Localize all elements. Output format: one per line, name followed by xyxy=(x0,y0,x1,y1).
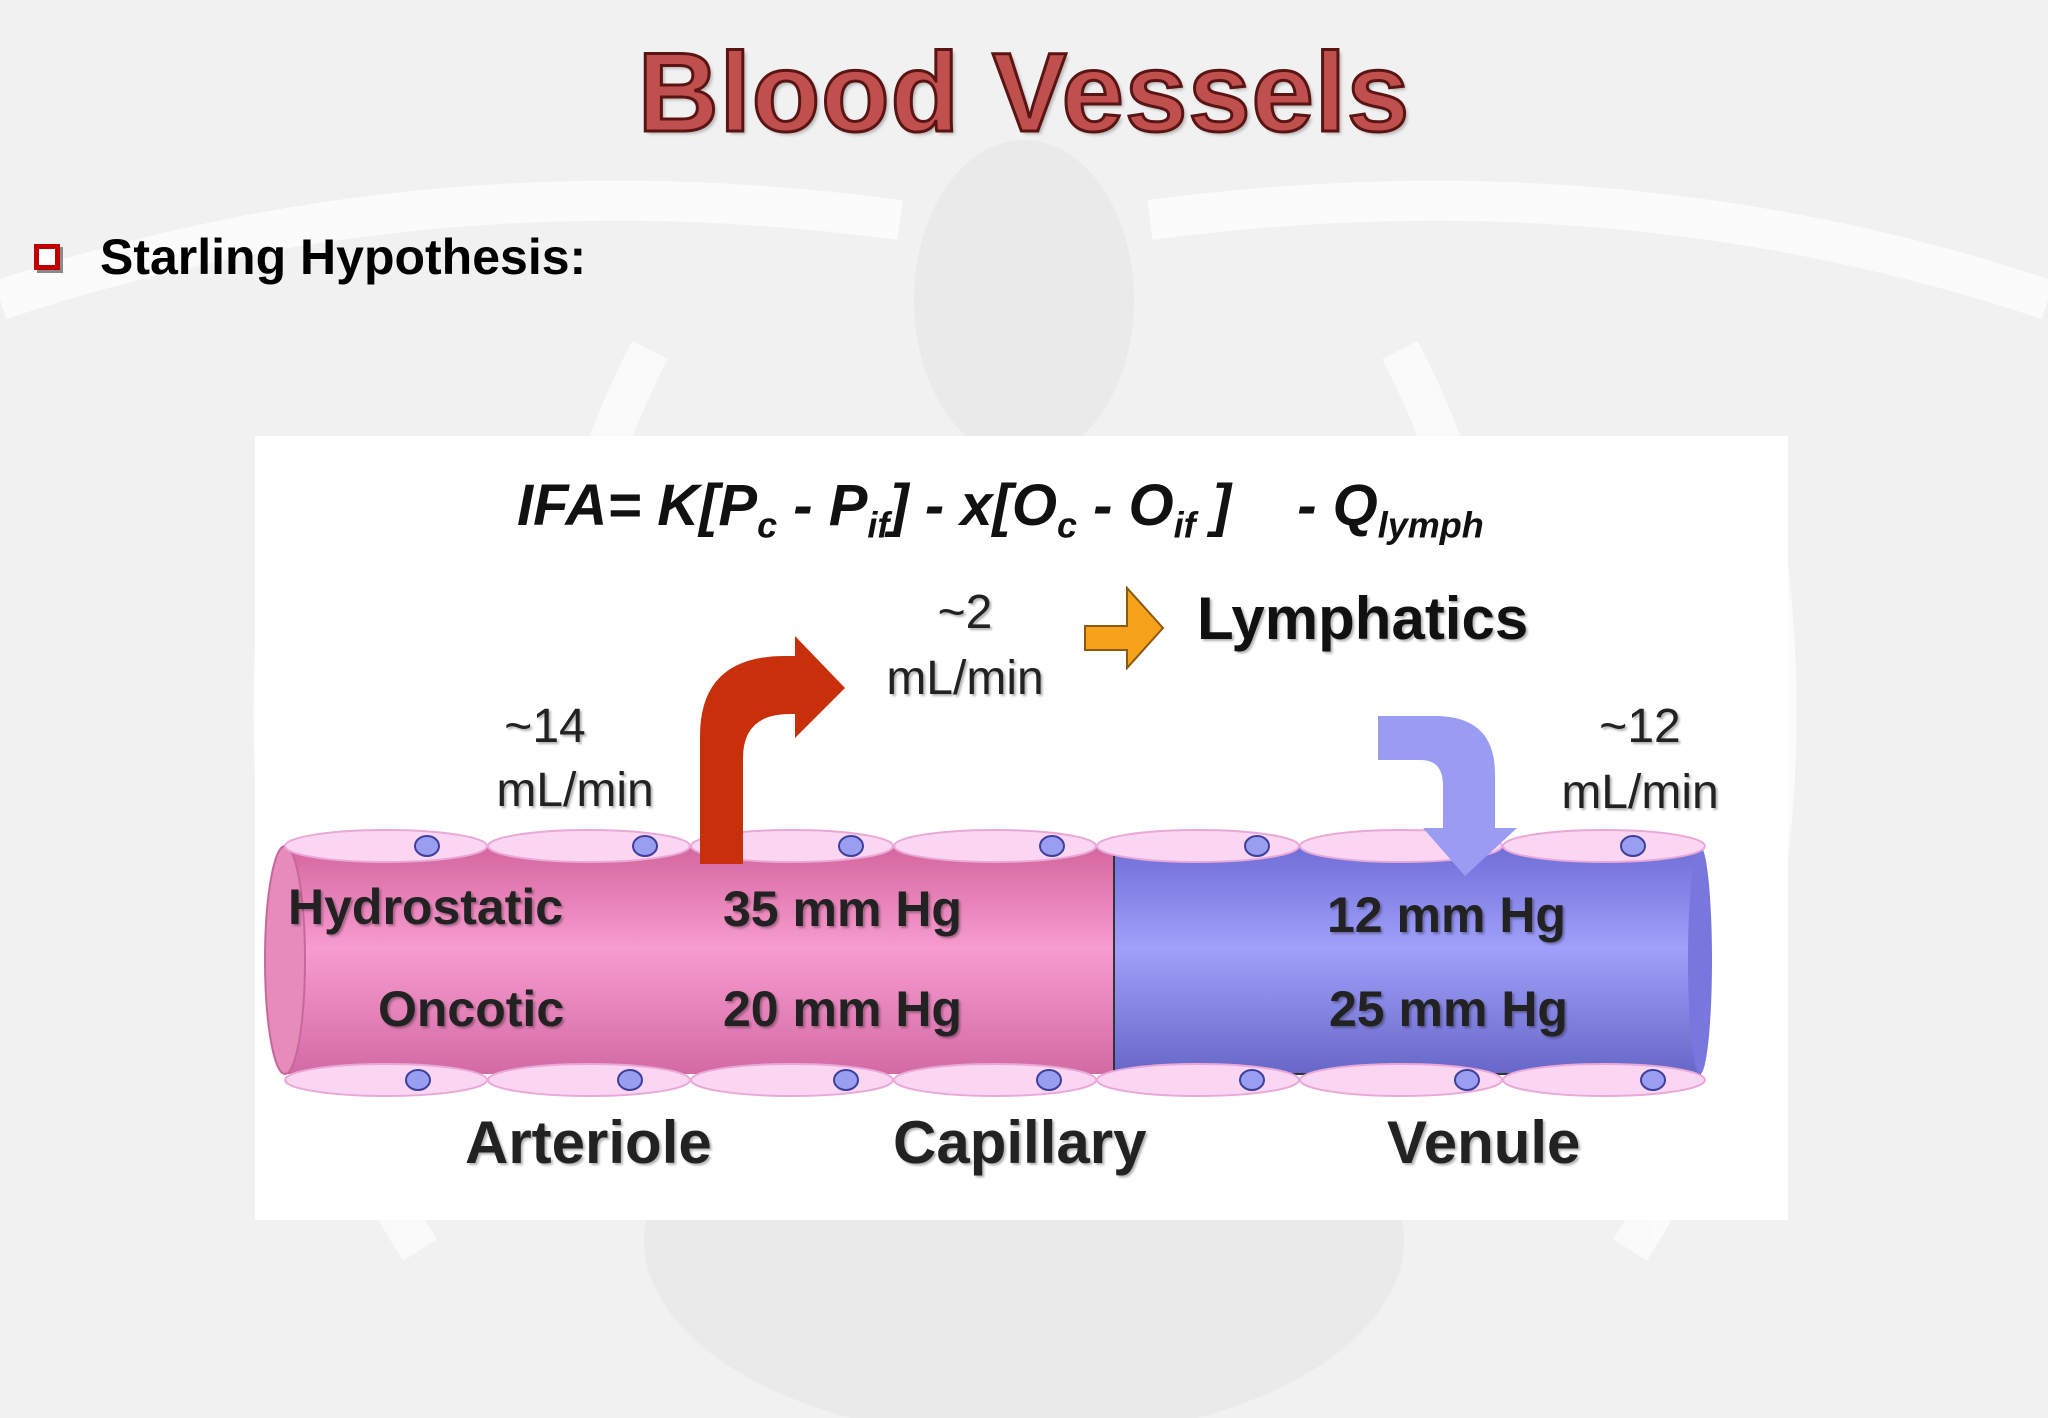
arteriole-flow-unit: mL/min xyxy=(480,758,670,824)
lymphatics-label: Lymphatics xyxy=(1197,585,1529,652)
bullet-item: Starling Hypothesis: xyxy=(34,228,586,286)
cell-nucleus xyxy=(1244,835,1270,857)
venous-segment xyxy=(1113,845,1701,1075)
capillary-label: Capillary xyxy=(893,1109,1147,1176)
lymph-arrow xyxy=(1084,585,1165,671)
cell-nucleus xyxy=(838,835,864,857)
venous-hydrostatic-pressure: 12 mm Hg xyxy=(1327,887,1566,943)
formula-subscript: if xyxy=(867,504,890,546)
starling-diagram-panel: IFA= K[Pc - Pif] - x[Oc - Oif ] - Qlymph… xyxy=(255,436,1788,1220)
cell-nucleus xyxy=(405,1069,431,1091)
formula-term: ] - x[O xyxy=(889,473,1057,538)
oncotic-label: Oncotic xyxy=(378,981,565,1037)
hydrostatic-label: Hydrostatic xyxy=(288,879,564,935)
formula-equals: = xyxy=(607,473,642,538)
endothelial-cells-bottom xyxy=(284,1063,1706,1097)
vessel-end xyxy=(1688,846,1712,1074)
formula-subscript: if xyxy=(1173,504,1196,546)
endothelial-cell xyxy=(284,829,488,863)
venule-flow-label: ~12 mL/min xyxy=(1540,694,1740,826)
flow-unit: mL/min xyxy=(886,652,1044,705)
arterial-segment xyxy=(285,846,1114,1074)
starling-diagram xyxy=(264,585,1712,1097)
formula-subscript: c xyxy=(757,504,778,546)
cell-nucleus xyxy=(1454,1069,1480,1091)
endothelial-cell xyxy=(1096,1063,1300,1097)
flow-value: ~14 xyxy=(504,700,586,753)
flow-value: ~12 xyxy=(1599,700,1681,753)
cell-nucleus xyxy=(632,835,658,857)
cell-nucleus xyxy=(833,1069,859,1091)
cell-nucleus xyxy=(1640,1069,1666,1091)
formula-term: - P xyxy=(777,473,868,538)
formula-term: ] xyxy=(1195,473,1232,538)
starling-formula: IFA= K[Pc - Pif] - x[Oc - Oif ] - Qlymph xyxy=(517,472,1484,547)
endothelial-cell xyxy=(893,829,1097,863)
flow-value: ~2 xyxy=(937,586,993,639)
bullet-text: Starling Hypothesis: xyxy=(100,229,587,285)
endothelial-cell xyxy=(487,1063,691,1097)
filtration-arrow xyxy=(700,636,845,864)
formula-term: - O xyxy=(1076,473,1174,538)
endothelial-cell xyxy=(1502,1063,1706,1097)
endothelial-cells-top xyxy=(284,829,1706,863)
endothelial-cell xyxy=(1502,829,1706,863)
venule-label: Venule xyxy=(1387,1109,1581,1176)
venous-oncotic-pressure: 25 mm Hg xyxy=(1329,981,1568,1037)
reabsorption-arrow xyxy=(1378,716,1517,876)
bullet-square-icon xyxy=(34,244,60,270)
cell-nucleus xyxy=(414,835,440,857)
cell-nucleus xyxy=(1036,1069,1062,1091)
cell-nucleus xyxy=(617,1069,643,1091)
cell-nucleus xyxy=(1239,1069,1265,1091)
arteriole-label: Arteriole xyxy=(465,1109,712,1176)
cell-nucleus xyxy=(1039,835,1065,857)
cell-nucleus xyxy=(1620,835,1646,857)
slide-title: Blood Vessels xyxy=(636,29,1411,157)
formula-lymph-term: - Q xyxy=(1297,473,1378,538)
formula-subscript: c xyxy=(1056,504,1077,546)
arterial-hydrostatic-pressure: 35 mm Hg xyxy=(723,881,962,937)
endothelial-cell xyxy=(487,829,691,863)
flow-unit: mL/min xyxy=(1561,766,1719,819)
arterial-oncotic-pressure: 20 mm Hg xyxy=(723,981,962,1037)
endothelial-cell xyxy=(284,1063,488,1097)
formula-lhs: IFA xyxy=(517,473,608,538)
arteriole-flow-label: ~14 xyxy=(480,694,610,760)
endothelial-cell xyxy=(893,1063,1097,1097)
flow-unit: mL/min xyxy=(496,764,654,817)
formula-term: K[P xyxy=(657,473,758,538)
lymph-flow-label: ~2 mL/min xyxy=(865,580,1065,712)
formula-subscript: lymph xyxy=(1377,504,1484,546)
endothelial-cell xyxy=(690,1063,894,1097)
